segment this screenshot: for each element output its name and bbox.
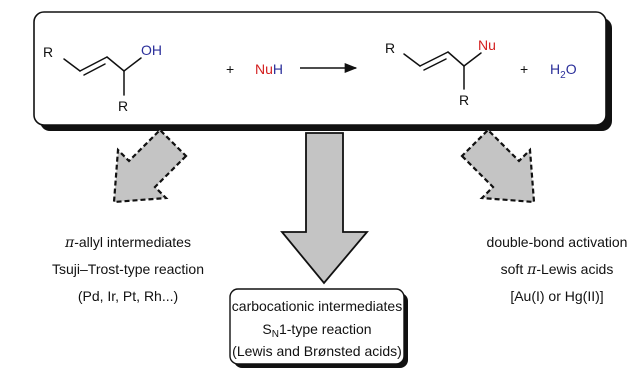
reactant-r-bottom: R [118,98,128,114]
left-pathway-caption: π-allyl intermediates Tsuji–Trost-type r… [52,234,204,304]
left-caption-line-1: π-allyl intermediates [64,234,191,251]
center-caption-line-3: (Lewis and Brønsted acids) [232,343,402,359]
center-pathway-box [229,288,408,368]
product-nucleophile: Nu [478,37,496,53]
right-pathway-arrow [460,128,536,204]
reactant-hydroxyl: OH [141,42,162,58]
right-caption-line-1: double-bond activation [487,234,628,250]
left-caption-line-3: (Pd, Ir, Pt, Rh...) [78,288,178,304]
right-caption-line-3: [Au(I) or Hg(II)] [510,288,603,304]
product-r-bottom: R [459,92,469,108]
product-substituted-alkene [403,51,482,90]
water: H2O [550,61,577,81]
right-caption-line-2: soft π-Lewis acids [501,261,614,278]
center-caption-line-2: SN1-type reaction [262,321,371,340]
product-r-top: R [385,40,395,56]
center-caption-line-1: carbocationic intermediates [232,298,402,314]
left-caption-line-2: Tsuji–Trost-type reaction [52,261,204,277]
nucleophile: NuH [255,61,283,77]
center-pathway-caption: carbocationic intermediates SN1-type rea… [232,298,402,359]
center-pathway-arrow [280,132,369,285]
reactant-allylic-alcohol [63,56,142,96]
left-pathway-arrow [112,128,188,204]
plus-sign-1: + [226,61,234,77]
plus-sign-2: + [520,61,528,77]
right-pathway-caption: double-bond activation soft π-Lewis acid… [487,234,628,304]
reactant-r-top: R [43,44,53,60]
